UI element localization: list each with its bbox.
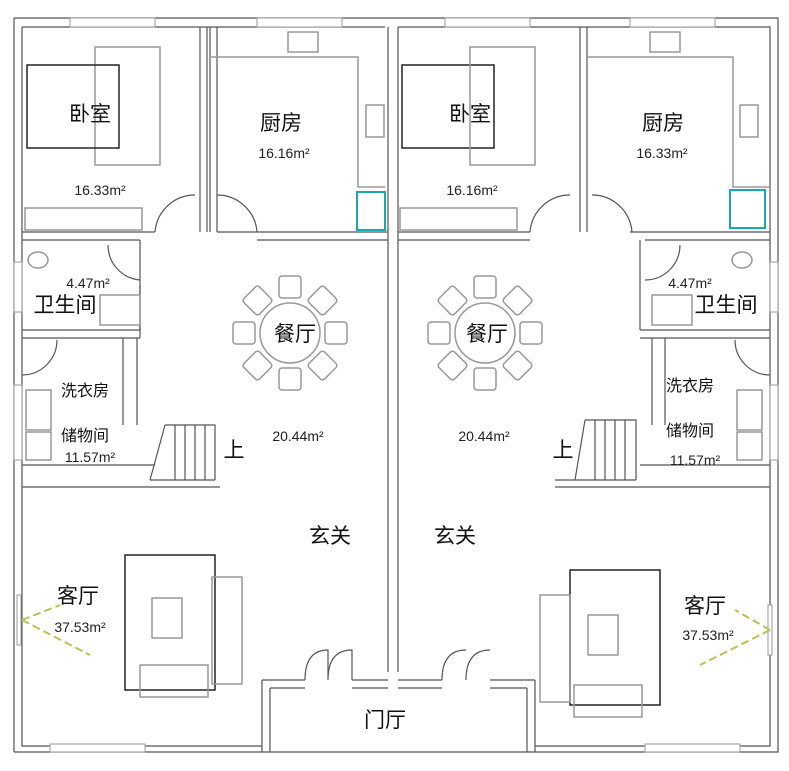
dining-right-label: 餐厅 xyxy=(466,322,508,346)
dining-chair xyxy=(278,367,302,391)
living-left-label: 客厅 xyxy=(57,584,99,608)
dining-chair xyxy=(232,321,256,345)
stairs-left-label: 上 xyxy=(224,438,245,462)
dining-table-left xyxy=(232,275,348,391)
dining-chair xyxy=(307,350,338,381)
bedroom-left-area: 16.33m² xyxy=(74,182,126,198)
dining-chair xyxy=(437,285,468,316)
living-right-area: 37.53m² xyxy=(682,627,734,643)
dining-chair xyxy=(502,350,533,381)
stairs-right-label: 上 xyxy=(553,438,574,462)
windows xyxy=(13,17,779,753)
bathroom-right-area: 4.47m² xyxy=(668,275,712,291)
foyer-left-label: 玄关 xyxy=(309,524,351,548)
laundry-left-label: 洗衣房 xyxy=(61,381,109,400)
kitchen-right-label: 厨房 xyxy=(642,111,684,135)
dining-chair xyxy=(427,321,451,345)
dining-chair xyxy=(242,350,273,381)
dining-chair xyxy=(473,367,497,391)
dining-left-area: 20.44m² xyxy=(272,428,324,444)
dining-left-label: 餐厅 xyxy=(274,322,316,346)
bedroom-left-label: 卧室 xyxy=(69,102,111,126)
kitchen-left-label: 厨房 xyxy=(260,111,302,135)
kitchen-left-area: 16.16m² xyxy=(258,145,310,161)
bed-left xyxy=(26,64,120,149)
laundry-right-label: 洗衣房 xyxy=(666,376,714,395)
storage-left-label: 储物间 xyxy=(61,426,109,445)
kitchen-right-area: 16.33m² xyxy=(636,145,688,161)
dining-chair xyxy=(307,285,338,316)
dining-chair xyxy=(278,275,302,299)
table-top xyxy=(454,302,516,364)
furniture xyxy=(21,31,771,718)
dining-chair xyxy=(473,275,497,299)
bedroom-right-area: 16.16m² xyxy=(446,182,498,198)
storage-right-area: 11.57m² xyxy=(670,452,721,468)
bathroom-right-label: 卫生间 xyxy=(695,293,758,317)
bed-right xyxy=(401,64,495,149)
entrance-hall-label: 门厅 xyxy=(364,708,406,732)
storage-right-label: 储物间 xyxy=(666,421,714,440)
bathroom-left-area: 4.47m² xyxy=(66,275,110,291)
dining-chair xyxy=(437,350,468,381)
table-top xyxy=(259,302,321,364)
dining-table-right xyxy=(427,275,543,391)
dining-chair xyxy=(519,321,543,345)
foyer-right-label: 玄关 xyxy=(434,524,476,548)
dining-chair xyxy=(242,285,273,316)
bathroom-left-label: 卫生间 xyxy=(34,293,97,317)
dining-right-area: 20.44m² xyxy=(458,428,510,444)
living-right-label: 客厅 xyxy=(684,594,726,618)
dining-chair xyxy=(324,321,348,345)
storage-left-area: 11.57m² xyxy=(65,449,116,465)
living-left-area: 37.53m² xyxy=(54,619,106,635)
bedroom-right-label: 卧室 xyxy=(449,102,491,126)
dining-chair xyxy=(502,285,533,316)
